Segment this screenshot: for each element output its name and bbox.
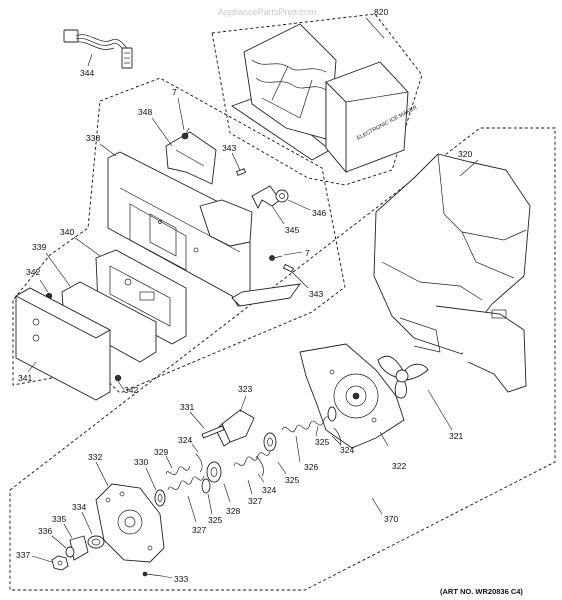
callout-320: 320 — [458, 149, 472, 159]
mounting-bracket — [107, 151, 301, 307]
spacer-328 — [206, 461, 222, 483]
washer-336 — [65, 546, 75, 558]
callout-370: 370 — [384, 514, 398, 524]
callout-348: 348 — [138, 107, 152, 117]
callout-335: 335 — [52, 514, 66, 524]
callout-336: 336 — [38, 526, 52, 536]
clip-bracket — [165, 131, 217, 185]
callout-7-top: 7 — [172, 87, 177, 97]
ice-maker-group-outline — [211, 13, 423, 186]
hex-nut — [51, 555, 69, 571]
spring-329 — [165, 465, 191, 475]
callout-339: 339 — [32, 242, 46, 252]
callout-343-lower: 343 — [309, 289, 323, 299]
callout-820: 820 — [374, 7, 388, 17]
ice-maker-assembly: ELECTRONIC ICE MAKER — [231, 23, 418, 174]
spring-327-left — [167, 475, 205, 491]
callout-334: 334 — [72, 502, 86, 512]
ice-bucket — [373, 153, 531, 393]
pin-lower — [282, 263, 294, 273]
screw-342-lower — [114, 374, 122, 382]
control-cover — [15, 287, 111, 401]
callout-7-lower: 7 — [305, 248, 310, 258]
callout-324-mid: 324 — [262, 485, 276, 495]
callout-342-upper: 342 — [26, 267, 40, 277]
callout-345: 345 — [285, 225, 299, 235]
clip-324-right — [333, 427, 342, 447]
callout-341: 341 — [18, 373, 32, 383]
callout-338: 338 — [86, 133, 100, 143]
callout-325-mid: 325 — [285, 475, 299, 485]
drive-plate — [95, 483, 165, 563]
callout-346: 346 — [312, 208, 326, 218]
bearing-325-mid — [263, 432, 277, 452]
screw-333 — [142, 571, 163, 577]
watermark: AppliancePartsPros.com — [218, 7, 317, 17]
gasket — [87, 535, 105, 549]
callout-337: 337 — [16, 550, 30, 560]
washer-325-right — [327, 406, 337, 422]
spring-326 — [281, 415, 337, 433]
screw-top — [181, 127, 190, 140]
spring-327-right — [233, 451, 271, 467]
callout-344: 344 — [80, 68, 94, 78]
callout-340: 340 — [60, 227, 74, 237]
screw-lower — [269, 255, 283, 261]
callout-343-upper: 343 — [222, 143, 236, 153]
callout-326: 326 — [304, 462, 318, 472]
callout-330: 330 — [134, 457, 148, 467]
clip-324-mid — [255, 455, 264, 477]
washer-330 — [154, 489, 166, 507]
callout-324-right: 324 — [340, 445, 354, 455]
callout-325-right: 325 — [315, 437, 329, 447]
lower-assembly-outline — [9, 127, 556, 591]
callout-331: 331 — [180, 402, 194, 412]
callout-327-left: 327 — [192, 525, 206, 535]
callout-322: 322 — [392, 461, 406, 471]
nut — [275, 189, 289, 203]
callout-328: 328 — [226, 506, 240, 516]
callout-323: 323 — [238, 384, 252, 394]
shaft — [201, 425, 225, 439]
callout-327-right: 327 — [248, 496, 262, 506]
callout-332: 332 — [88, 452, 102, 462]
washer-325-left — [201, 478, 211, 494]
callout-324-left: 324 — [178, 435, 192, 445]
wire-harness — [63, 29, 133, 69]
art-number: (ART NO. WR20836 C4) — [440, 587, 523, 596]
auger-blade — [377, 355, 429, 399]
callout-329: 329 — [154, 447, 168, 457]
pin-upper — [235, 168, 247, 176]
clip-324-left — [195, 453, 203, 473]
callout-333: 333 — [174, 574, 188, 584]
auger-housing — [299, 343, 405, 449]
callout-325-left: 325 — [208, 515, 222, 525]
callout-342-lower: 342 — [124, 385, 138, 395]
callout-321: 321 — [449, 431, 463, 441]
